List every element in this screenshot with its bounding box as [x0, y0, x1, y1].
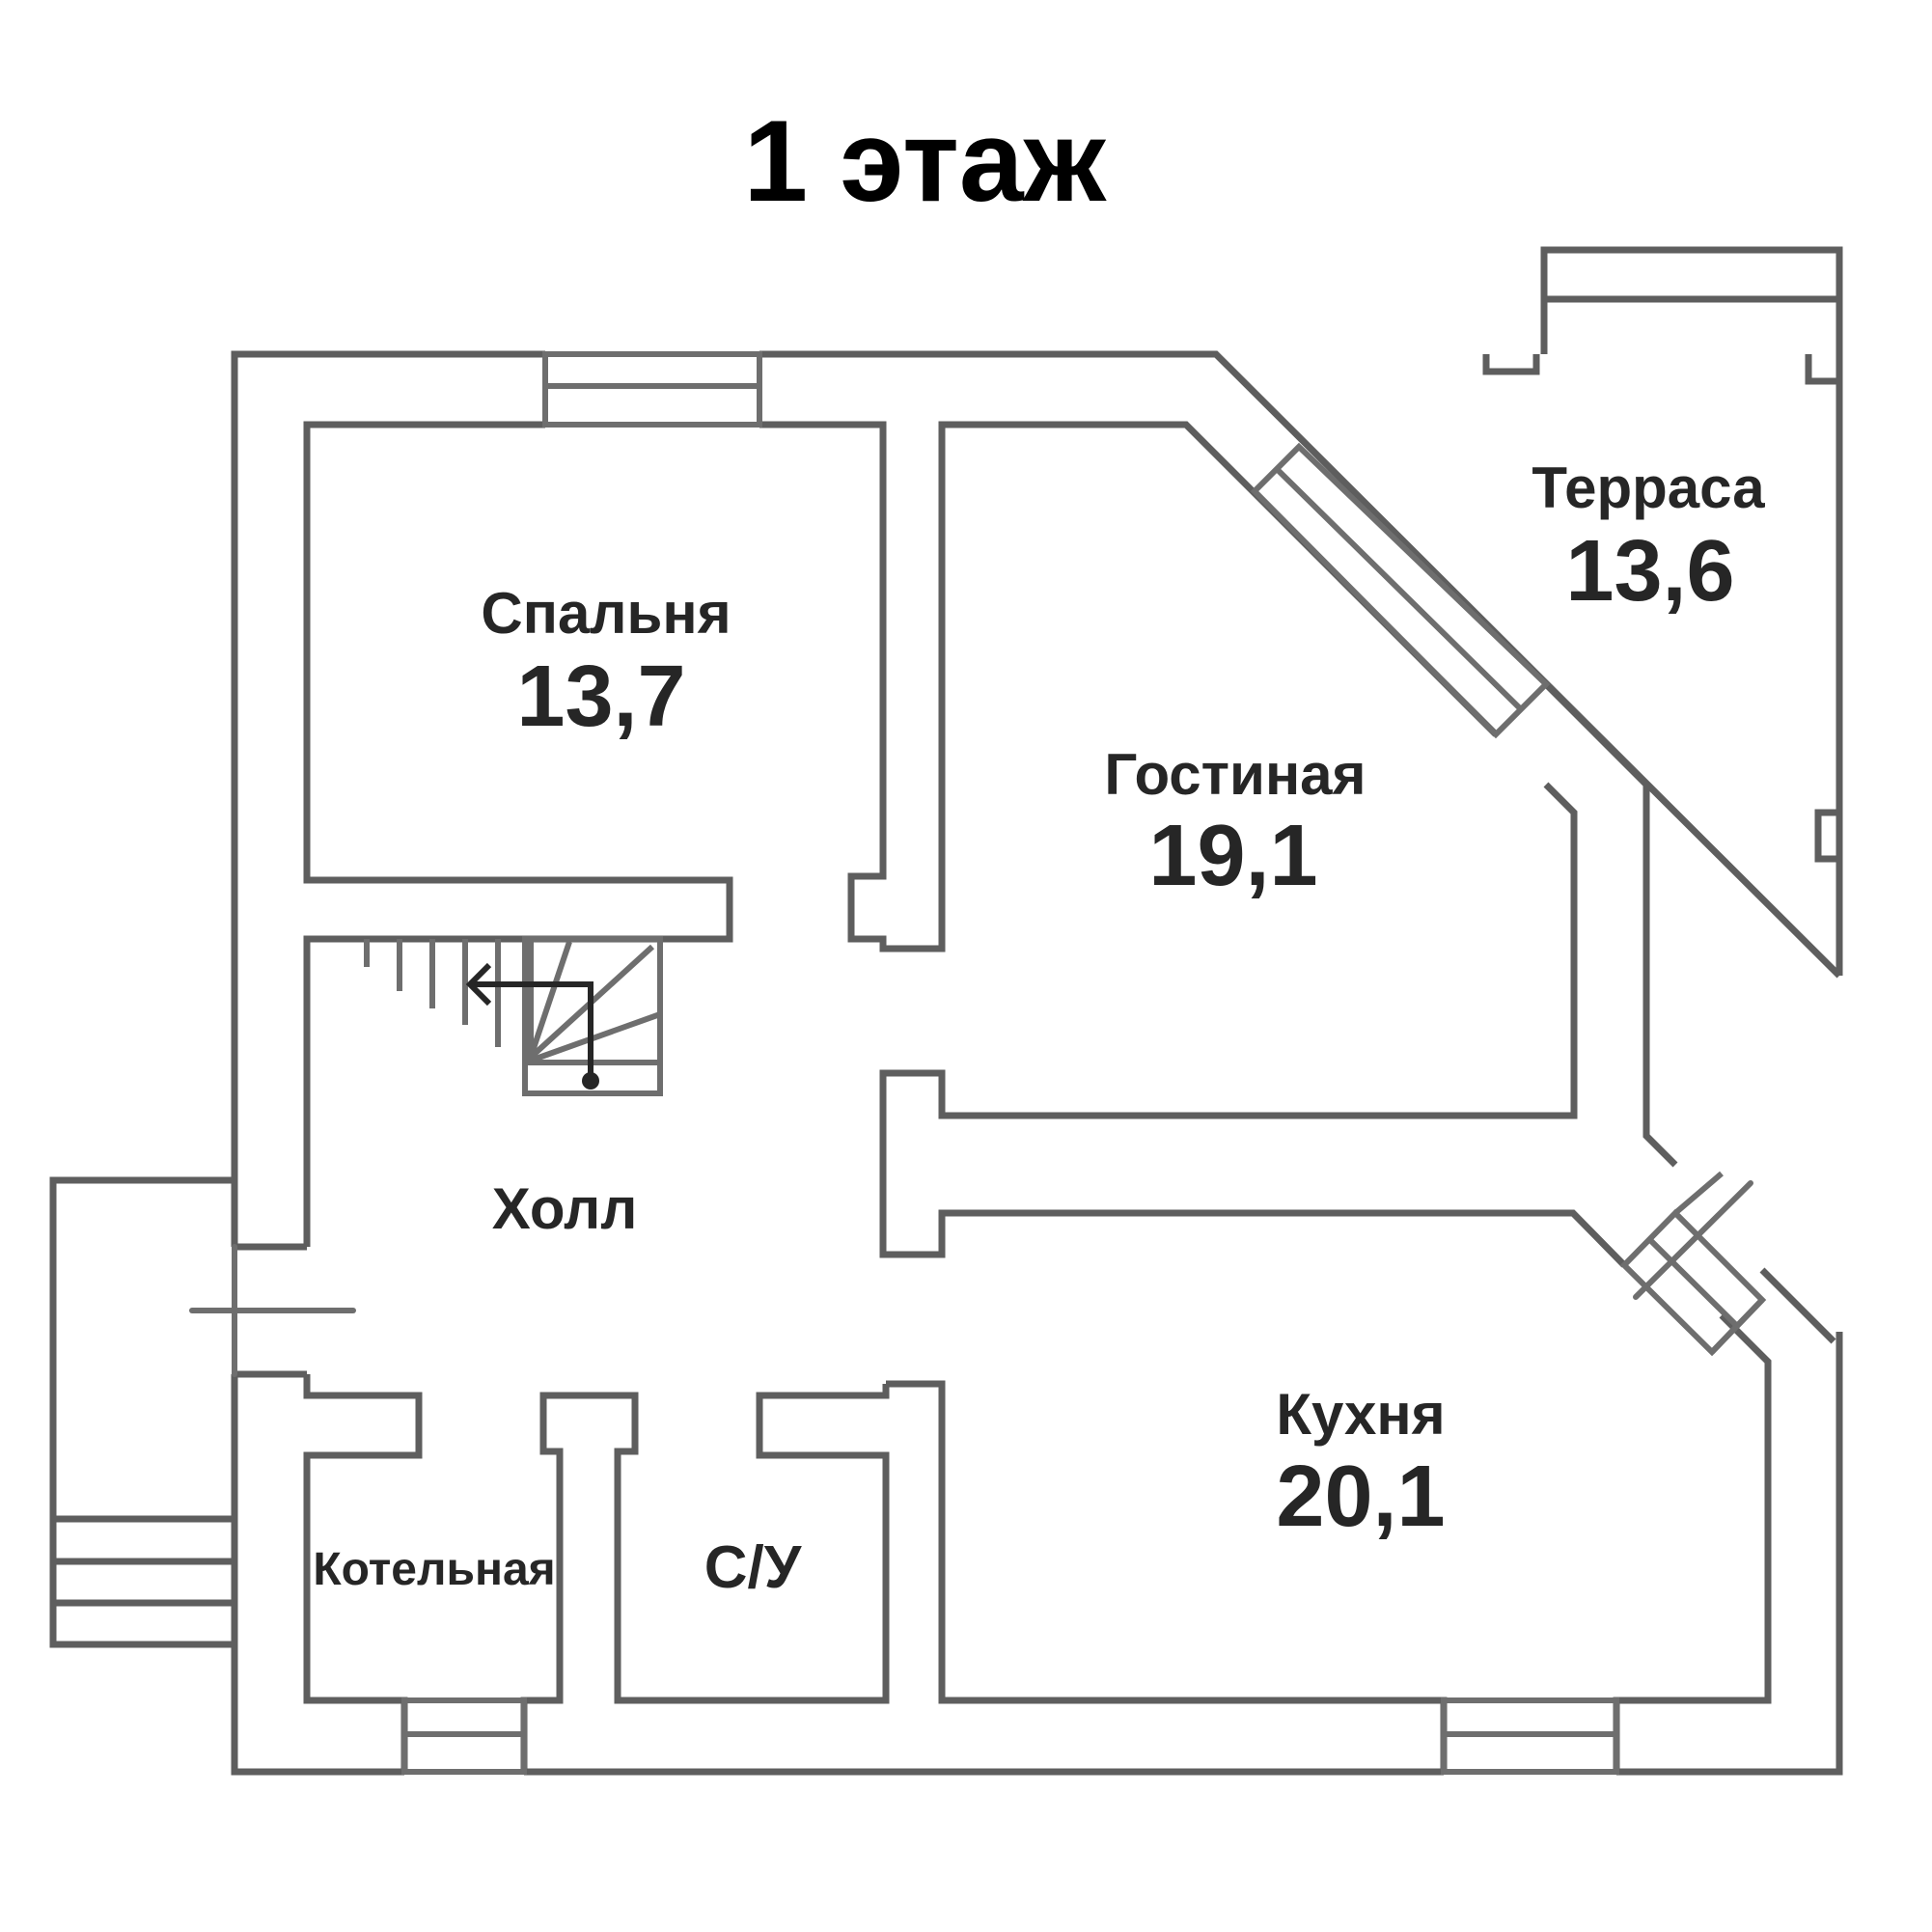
window-kitchen: [1441, 1697, 1619, 1775]
stair-frame: [522, 936, 663, 1096]
windows: [401, 351, 1767, 1775]
terrace-inner-wall: [1543, 681, 1678, 1168]
room-name-boiler: Котельная: [313, 1544, 555, 1595]
boiler-wc-wall: [520, 1384, 890, 1772]
living-diagonal-wall: [759, 421, 1499, 952]
room-name-kitchen: Кухня: [1276, 1382, 1445, 1447]
inner-wall-left-bottom: [303, 1374, 423, 1772]
porch: [49, 1176, 235, 1648]
stair-arrow-start-dot: [582, 1072, 599, 1090]
room-area-living: 19,1: [1148, 808, 1317, 904]
room-name-hall: Холл: [492, 1176, 638, 1241]
floor-title: 1 этаж: [743, 97, 1107, 226]
room-area-terrace: 13,6: [1565, 523, 1734, 620]
room-labels: Спальня 13,7 Гостиная 19,1 Терраса 13,6 …: [313, 455, 1765, 1601]
kitchen-wall-right: [1613, 1312, 1772, 1772]
kitchen-diagonal-inner: [879, 782, 1627, 1268]
room-area-kitchen: 20,1: [1276, 1449, 1445, 1545]
window-living: [1250, 442, 1551, 739]
room-area-bedroom: 13,7: [516, 649, 685, 745]
terrace-inner-wall-b: [1759, 1267, 1836, 1344]
inner-wall-left-top: [303, 421, 733, 1247]
staircase: [364, 936, 663, 1096]
terrace-post-2: [1805, 354, 1839, 385]
outer-wall-left-bottom: [231, 1374, 404, 1776]
outer-wall-bottom-right: [1616, 1332, 1843, 1776]
room-name-wc: С/У: [704, 1534, 803, 1601]
terrace-post-1: [1482, 354, 1540, 375]
terrace-door-opening: [1673, 1171, 1765, 1355]
kitchen-door-line: [1633, 1180, 1753, 1300]
outer-wall-left-top: [231, 350, 545, 1247]
room-name-bedroom: Спальня: [481, 581, 731, 646]
room-name-terrace: Терраса: [1532, 455, 1765, 520]
room-name-living: Гостиная: [1104, 742, 1366, 807]
stair-arrow: [465, 962, 599, 1090]
window-bedroom: [542, 351, 762, 428]
window-boiler: [401, 1697, 527, 1775]
terrace-post-3: [1814, 809, 1839, 863]
door-lines: [189, 1180, 1753, 1377]
